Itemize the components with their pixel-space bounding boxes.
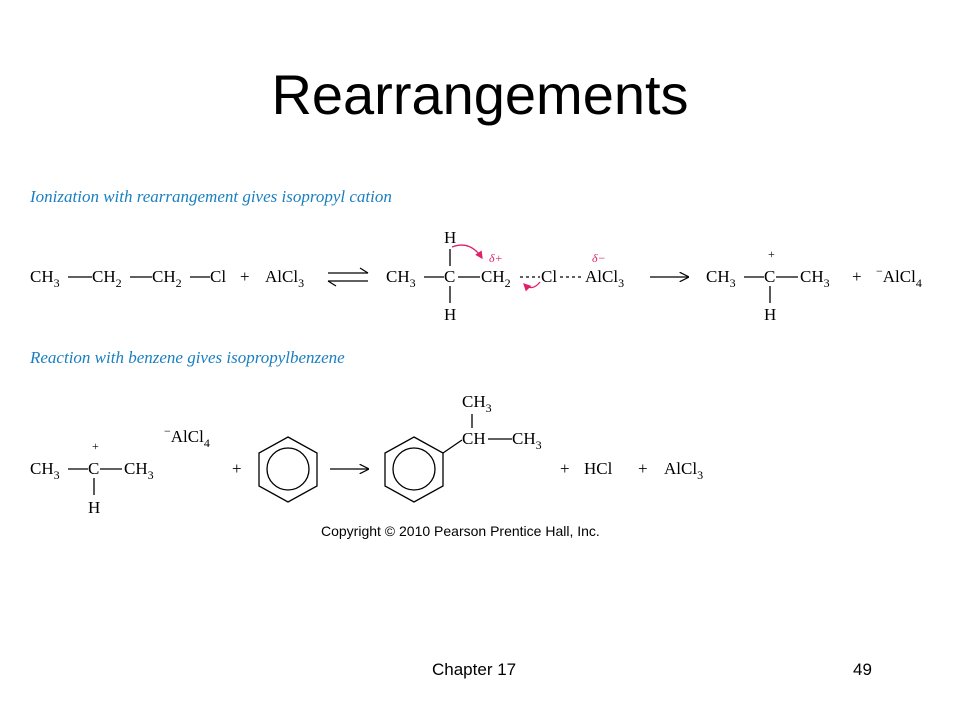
svg-text:CH3: CH3 xyxy=(512,429,542,452)
equilibrium-arrow xyxy=(327,267,369,287)
svg-text:H: H xyxy=(88,498,100,517)
svg-text:CH3: CH3 xyxy=(124,459,154,482)
svg-text:H: H xyxy=(444,305,456,324)
svg-text:C: C xyxy=(88,459,99,478)
reactant-propyl-chloride: CH3 CH2 CH2 Cl xyxy=(30,267,226,290)
intermediate-complex: CH3 H C H CH2 Cl AlCl3 δ+ δ− xyxy=(386,228,624,324)
svg-text:CH2: CH2 xyxy=(152,267,182,290)
svg-text:AlCl3: AlCl3 xyxy=(585,267,624,290)
svg-text:CH3: CH3 xyxy=(800,267,830,290)
plus-sign: + xyxy=(232,459,242,478)
plus-sign: + xyxy=(560,459,570,478)
svg-text:H: H xyxy=(444,228,456,247)
svg-text:CH2: CH2 xyxy=(481,267,511,290)
byproduct-alcl3: AlCl3 xyxy=(664,459,703,482)
isopropyl-cation: CH3 + C CH3 H xyxy=(706,247,830,324)
reaction2-caption: Reaction with benzene gives isopropylben… xyxy=(30,348,345,367)
svg-text:+: + xyxy=(768,247,775,261)
isopropylbenzene: CH3 CH CH3 xyxy=(384,392,542,503)
slide-number: 49 xyxy=(853,660,872,679)
slide-title: Rearrangements xyxy=(271,63,689,126)
svg-text:CH3: CH3 xyxy=(30,267,60,290)
svg-text:Cl: Cl xyxy=(210,267,226,286)
tetrachloroaluminate-anion: −AlCl4 xyxy=(876,264,922,290)
svg-text:δ−: δ− xyxy=(592,251,606,265)
footer-chapter: Chapter 17 xyxy=(432,660,517,679)
svg-text:δ+: δ+ xyxy=(489,251,503,265)
svg-text:CH: CH xyxy=(462,429,486,448)
svg-text:H: H xyxy=(764,305,776,324)
isopropyl-cation-2: CH3 + C CH3 H −AlCl4 xyxy=(30,424,210,517)
benzene-ring xyxy=(258,436,318,503)
plus-sign: + xyxy=(638,459,648,478)
svg-text:CH3: CH3 xyxy=(706,267,736,290)
plus-sign: + xyxy=(240,267,250,286)
copyright-notice: Copyright © 2010 Pearson Prentice Hall, … xyxy=(321,523,600,539)
svg-text:Cl: Cl xyxy=(541,267,557,286)
svg-text:−AlCl4: −AlCl4 xyxy=(164,424,210,450)
svg-text:+: + xyxy=(92,439,99,453)
plus-sign: + xyxy=(852,267,862,286)
svg-text:CH3: CH3 xyxy=(30,459,60,482)
reagent-alcl3: AlCl3 xyxy=(265,267,304,290)
reaction1-caption: Ionization with rearrangement gives isop… xyxy=(30,187,392,206)
svg-text:CH3: CH3 xyxy=(386,267,416,290)
byproduct-hcl: HCl xyxy=(584,459,613,478)
svg-text:C: C xyxy=(764,267,775,286)
svg-text:CH2: CH2 xyxy=(92,267,122,290)
svg-text:C: C xyxy=(444,267,455,286)
svg-text:CH3: CH3 xyxy=(462,392,492,415)
